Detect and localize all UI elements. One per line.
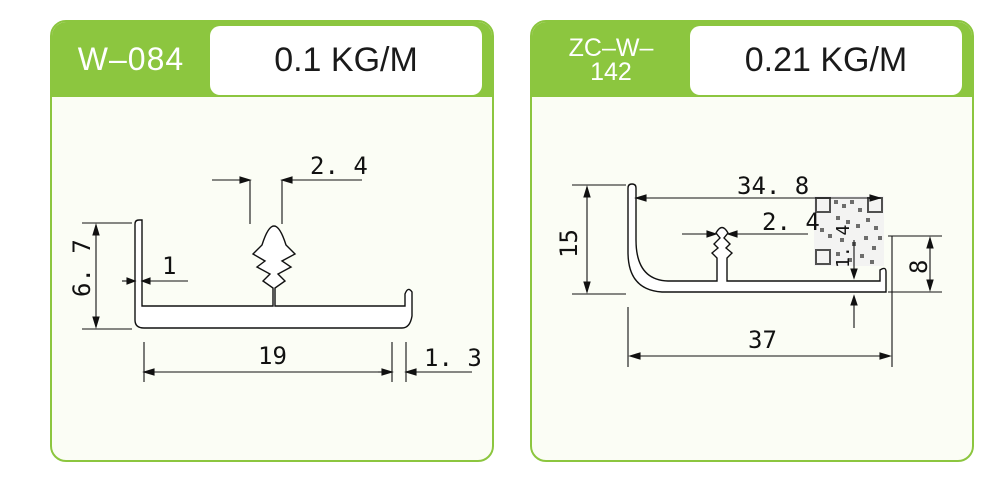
profile-code-line1: ZC–W–: [568, 33, 654, 62]
profile-code-line2: 142: [590, 57, 632, 86]
profile-code: W–084: [77, 41, 185, 77]
profile-outline: [627, 183, 887, 293]
profile-card-w084: W–084 0.1 KG/M 2. 4 6. 7 1 19: [50, 20, 494, 462]
dim-lip-height: 8: [905, 260, 933, 274]
profile-drawing: 34. 8 2. 4 15 1. 4 8 37: [555, 172, 942, 367]
dim-total-width: 37: [748, 326, 777, 354]
weight-label: 0.21 KG/M: [690, 26, 962, 95]
weight-label: 0.1 KG/M: [210, 26, 482, 95]
dim-wall: 1: [162, 252, 176, 280]
dim-top-width: 2. 4: [310, 152, 368, 180]
card-header: W–084 0.1 KG/M: [52, 22, 492, 97]
profile-outline: [134, 219, 413, 329]
profile-drawing: 2. 4 6. 7 1 19 1. 3: [68, 152, 482, 382]
dim-small: 1. 4: [833, 225, 854, 268]
dim-inner-width: 34. 8: [737, 172, 809, 200]
card-header: ZC–W– 142 0.21 KG/M: [532, 22, 972, 97]
dim-lip: 1. 3: [424, 344, 482, 372]
profile-card-zcw142: ZC–W– 142 0.21 KG/M: [530, 20, 974, 462]
qr-stamp: [814, 196, 884, 266]
profile-code: ZC–W– 142: [532, 22, 690, 97]
dim-tooth: 2. 4: [762, 208, 820, 236]
dim-height: 15: [555, 229, 583, 258]
dim-width: 19: [258, 342, 287, 370]
dim-height: 6. 7: [68, 239, 96, 297]
